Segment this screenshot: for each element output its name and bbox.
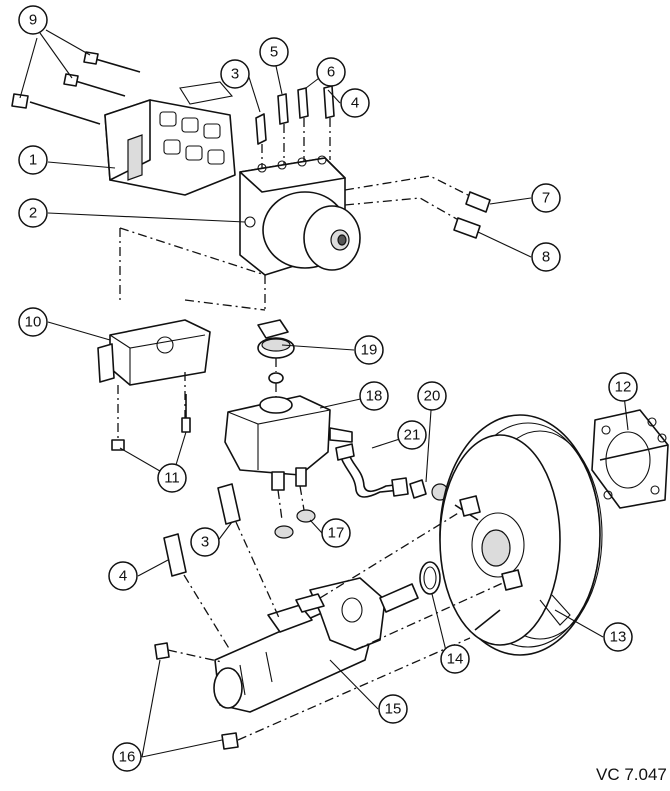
callout-20-label: 20 <box>424 388 441 405</box>
callout-5-label: 5 <box>270 44 278 61</box>
callout-2-label: 2 <box>29 205 37 222</box>
callout-16: 16 <box>112 742 142 772</box>
vacuum-hose <box>335 443 409 498</box>
callout-1: 1 <box>18 145 48 175</box>
callout-14: 14 <box>440 644 470 674</box>
projection-line <box>184 299 266 311</box>
callout-8: 8 <box>531 242 561 272</box>
servo-gasket-plate <box>591 409 669 509</box>
callout-18-label: 18 <box>366 388 383 405</box>
grommet <box>409 479 449 501</box>
callout-13: 13 <box>603 622 633 652</box>
callout-17: 17 <box>321 518 351 548</box>
callout-8-label: 8 <box>542 249 550 266</box>
callout-18: 18 <box>359 381 389 411</box>
callout-19: 19 <box>354 335 384 365</box>
callout-6-label: 6 <box>327 64 335 81</box>
callout-7: 7 <box>531 183 561 213</box>
callout-3-top: 3 <box>220 59 250 89</box>
callout-4-lower-label: 4 <box>119 568 127 585</box>
callout-3-lower-label: 3 <box>201 534 209 551</box>
master-cylinder-nuts <box>154 637 471 750</box>
pipe-fittings-right <box>344 175 491 239</box>
callout-13-label: 13 <box>610 629 627 646</box>
callout-10-label: 10 <box>25 314 42 331</box>
callout-9-label: 9 <box>29 12 37 29</box>
master-cylinder <box>213 577 419 713</box>
callout-17-label: 17 <box>328 525 345 542</box>
projection-line <box>319 511 461 599</box>
callout-7-label: 7 <box>542 190 550 207</box>
abs-control-module <box>104 81 236 196</box>
callout-4-top-label: 4 <box>351 95 359 112</box>
abs-hydraulic-unit <box>239 155 361 276</box>
callout-16-label: 16 <box>119 749 136 766</box>
callout-11-label: 11 <box>164 470 180 487</box>
callout-4-top: 4 <box>340 88 370 118</box>
callout-3-lower: 3 <box>190 527 220 557</box>
callout-6: 6 <box>316 57 346 87</box>
callout-12: 12 <box>608 372 638 402</box>
bracket-bolts <box>111 394 191 451</box>
fluid-reservoir-cap <box>257 319 295 398</box>
brake-servo-booster <box>439 414 603 656</box>
servo-seal <box>419 561 441 595</box>
callout-11: 11 <box>157 463 187 493</box>
mounting-bolts <box>11 51 141 125</box>
callout-2: 2 <box>18 198 48 228</box>
callout-3-top-label: 3 <box>231 66 239 83</box>
callout-19-label: 19 <box>361 342 378 359</box>
callout-1-label: 1 <box>29 152 37 169</box>
callout-20: 20 <box>417 381 447 411</box>
callout-14-label: 14 <box>447 651 464 668</box>
projection-line <box>354 581 506 651</box>
projection-line <box>119 227 266 276</box>
callout-21-label: 21 <box>404 427 421 444</box>
callout-15-label: 15 <box>385 701 402 718</box>
callout-12-label: 12 <box>615 379 632 396</box>
callout-15: 15 <box>378 694 408 724</box>
pipe-fittings-lower <box>163 483 281 651</box>
callout-9: 9 <box>18 5 48 35</box>
callout-5: 5 <box>259 37 289 67</box>
fluid-reservoir <box>224 395 353 521</box>
mounting-bracket <box>97 319 211 440</box>
callout-4-lower: 4 <box>108 561 138 591</box>
figure-reference-code: VC 7.047 <box>596 765 667 784</box>
reservoir-seals <box>274 509 316 539</box>
callout-21: 21 <box>397 420 427 450</box>
callout-10: 10 <box>18 307 48 337</box>
pipe-fittings-top <box>255 85 335 168</box>
